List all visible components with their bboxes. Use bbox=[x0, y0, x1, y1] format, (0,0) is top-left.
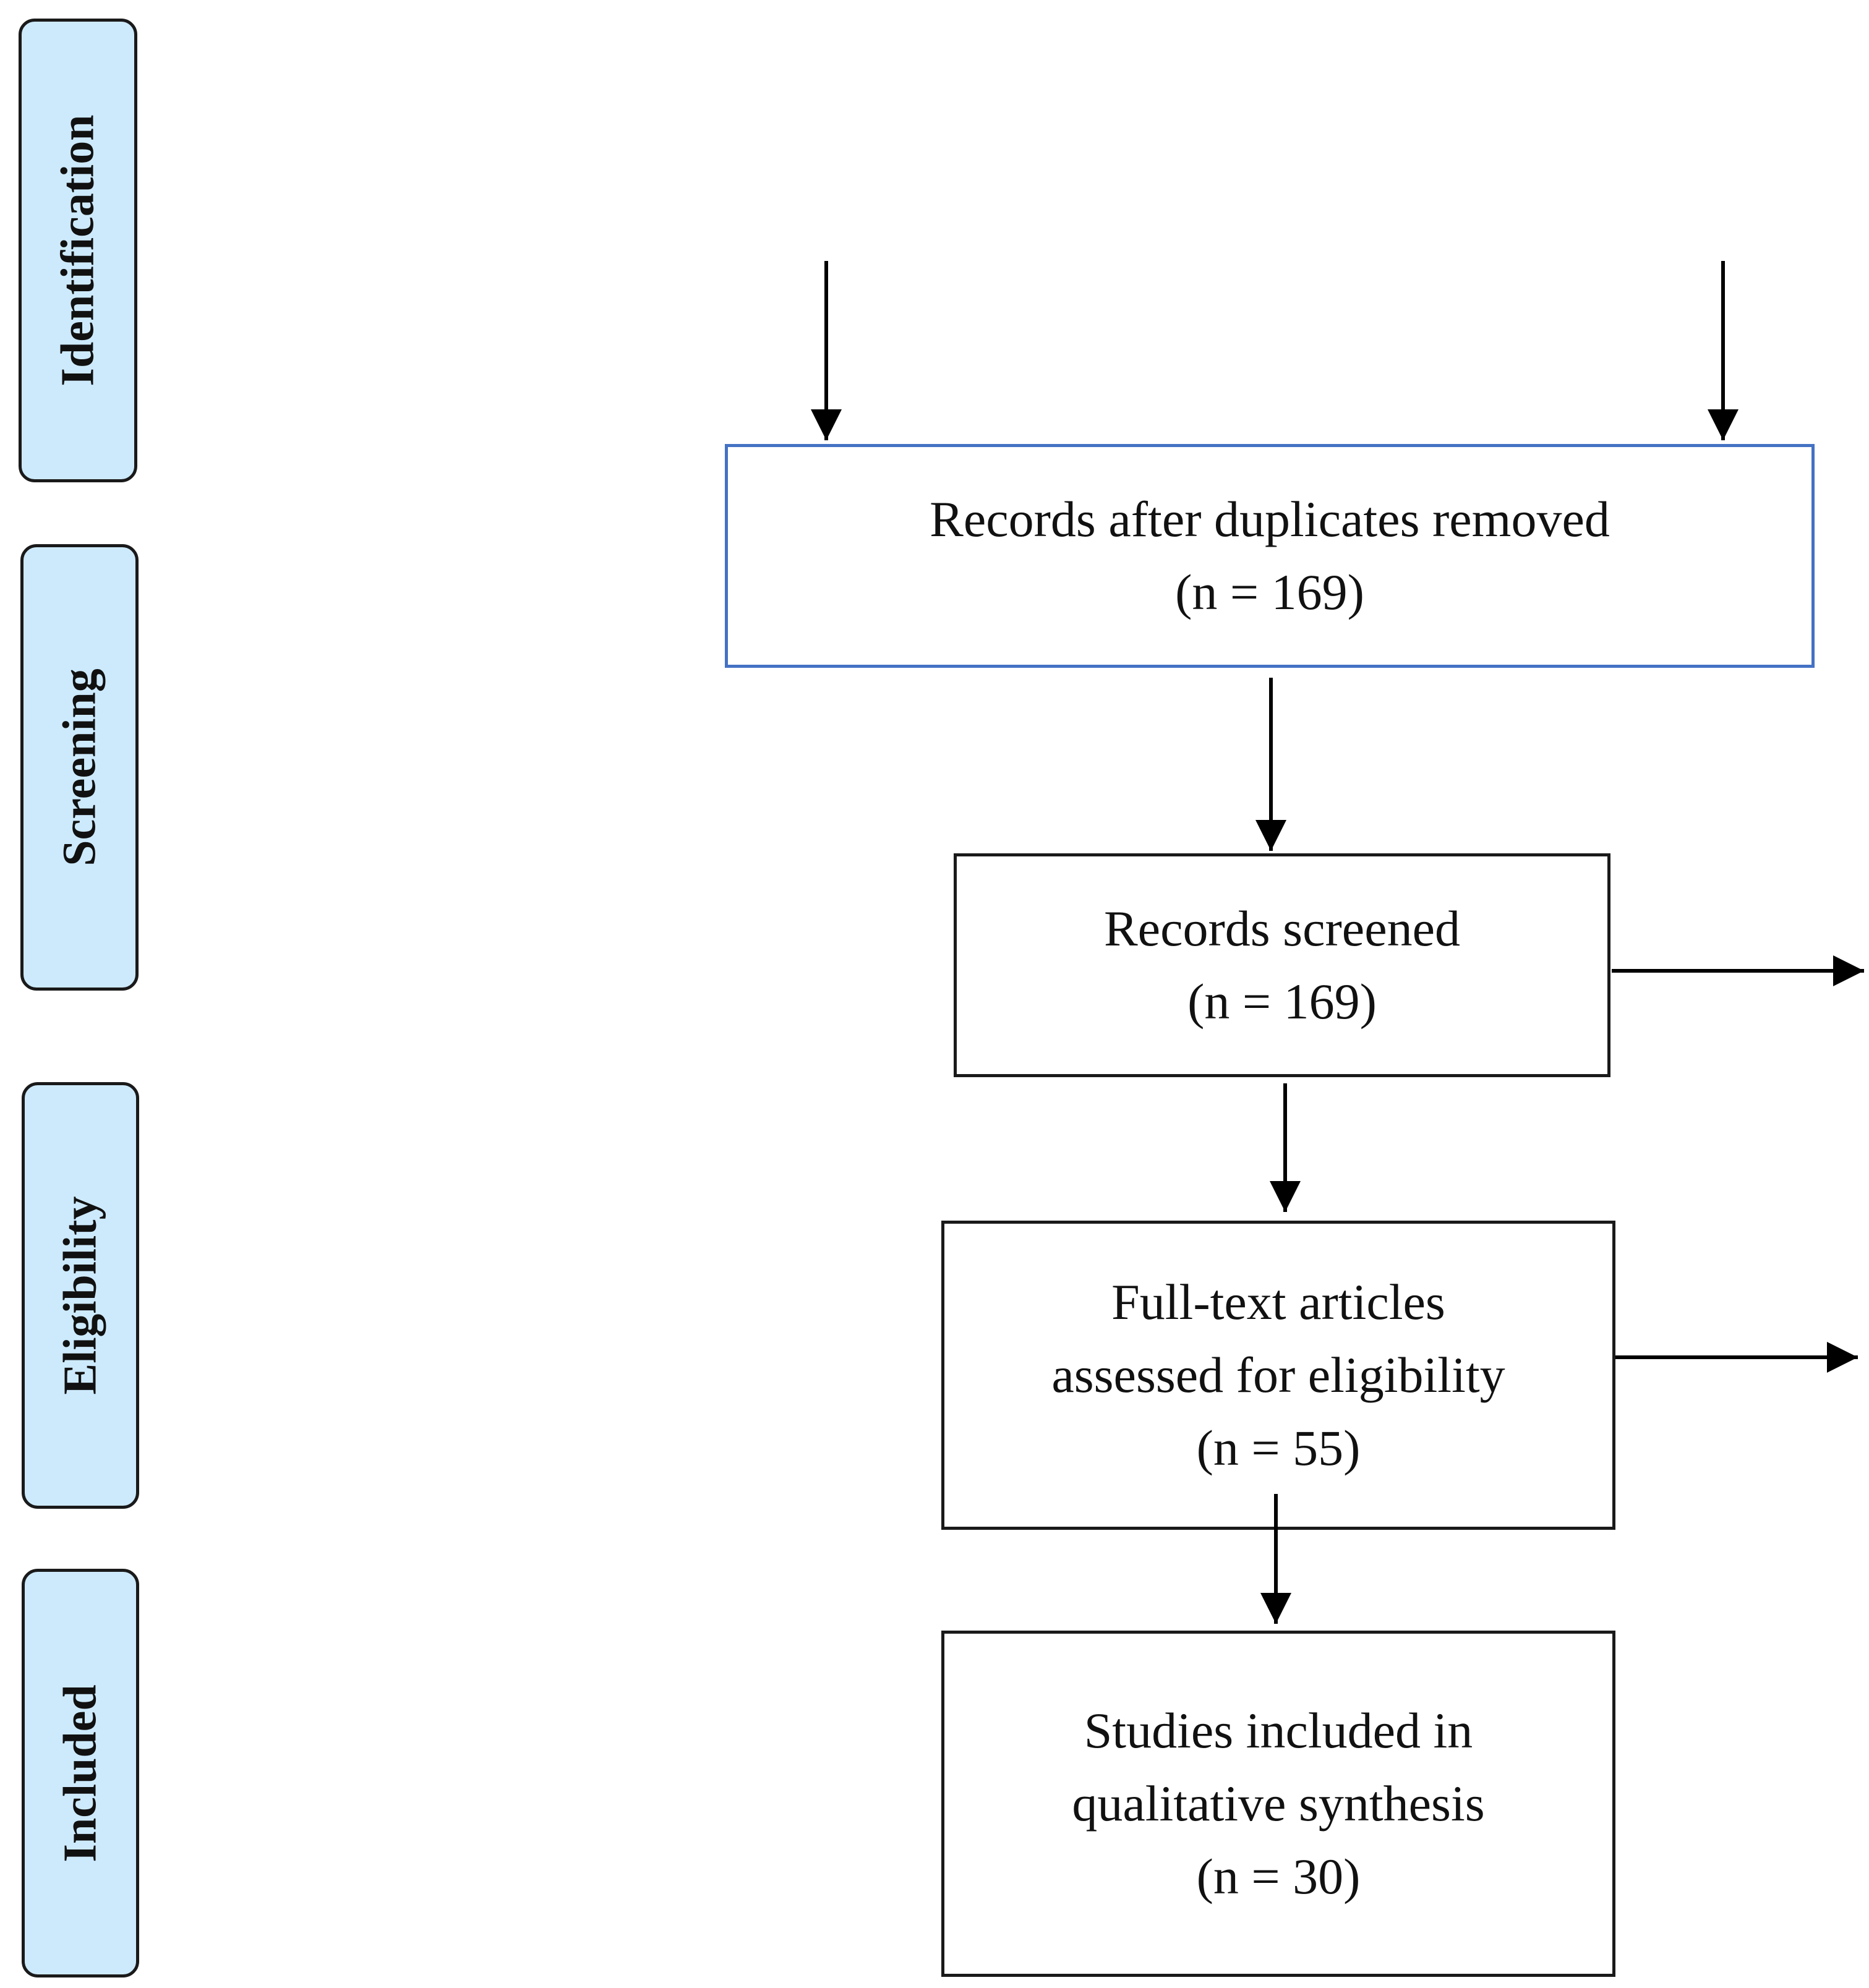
records-screened-box: Records screened (n = 169) bbox=[954, 853, 1610, 1077]
records-screened-count: (n = 169) bbox=[1187, 973, 1377, 1030]
records-screened-title: Records screened bbox=[1103, 900, 1460, 957]
full-text-assessed-line-2: assessed for eligibility bbox=[1051, 1347, 1505, 1403]
full-text-assessed-line-1: Full-text articles bbox=[1111, 1274, 1445, 1330]
full-text-assessed-box: Full-text articles assessed for eligibil… bbox=[941, 1221, 1615, 1530]
studies-included-line-1: Studies included in bbox=[1084, 1702, 1473, 1759]
records-after-duplicates-title: Records after duplicates removed bbox=[930, 491, 1610, 547]
stage-identification: Identification bbox=[19, 19, 137, 482]
studies-included-count: (n = 30) bbox=[1196, 1848, 1361, 1905]
studies-included-box: Studies included in qualitative synthesi… bbox=[941, 1631, 1615, 1977]
stage-eligibility: Eligibility bbox=[22, 1082, 139, 1509]
records-after-duplicates-count: (n = 169) bbox=[1175, 564, 1364, 620]
stage-included: Included bbox=[22, 1569, 139, 1977]
stage-screening: Screening bbox=[20, 544, 139, 991]
full-text-assessed-count: (n = 55) bbox=[1196, 1420, 1361, 1476]
studies-included-line-2: qualitative synthesis bbox=[1072, 1775, 1485, 1832]
records-after-duplicates-box: Records after duplicates removed (n = 16… bbox=[725, 444, 1815, 668]
